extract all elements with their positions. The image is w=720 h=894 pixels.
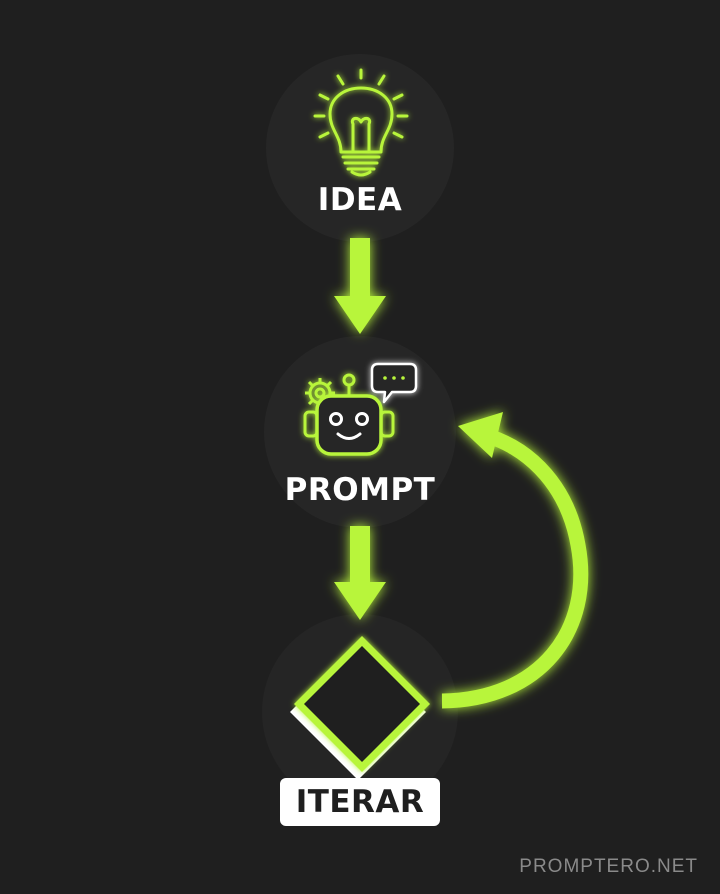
idea-label: IDEA (317, 182, 403, 218)
prompt-label: PROMPT (284, 472, 436, 508)
lightbulb-icon (313, 68, 409, 177)
watermark: PROMPTERO.NET (519, 856, 698, 877)
arrow-idea-to-prompt (334, 238, 386, 334)
robot-chat-icon (303, 362, 418, 456)
diamond-icon (290, 636, 430, 780)
arrow-prompt-to-iterar (334, 526, 386, 620)
chat-bubble-icon (370, 362, 418, 404)
idea-node-circle (266, 54, 454, 242)
iterar-label: ITERAR (280, 778, 440, 826)
arrow-iterar-to-prompt-loop (441, 412, 589, 709)
